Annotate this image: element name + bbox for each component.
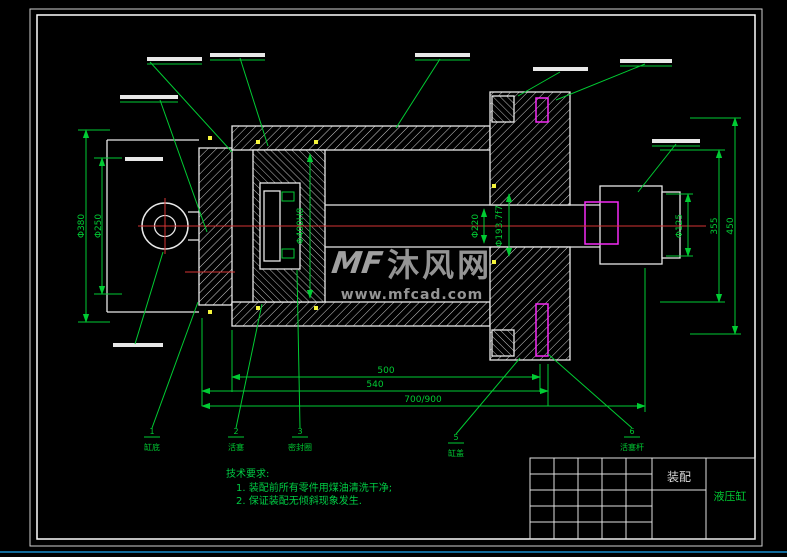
dim-right-inner: [660, 149, 725, 303]
dim-ext-lines: [660, 149, 725, 303]
section-bar: [415, 53, 470, 57]
magenta-details: [535, 97, 619, 357]
callout-label: 活塞: [228, 442, 244, 452]
tube-top-wall: [231, 125, 491, 151]
clevis-bracket-outline: [106, 139, 199, 313]
drawing-frame: [29, 8, 763, 547]
section-bar: [147, 57, 202, 61]
title-block-grid: [529, 457, 756, 540]
eye-link-lines: [188, 211, 199, 241]
dim-text-rod-end: Φ125: [675, 214, 685, 238]
callout-number: 5: [453, 433, 458, 442]
callout: 2 活塞: [228, 427, 244, 452]
dim-text-length-mid: 540: [366, 380, 383, 390]
dim-text-left-outer: Φ380: [77, 214, 87, 239]
section-bar: [210, 53, 265, 57]
frame-outer: [29, 8, 763, 547]
balloon-leader-lines: [134, 57, 677, 435]
head-tie-rod-top: [535, 97, 549, 123]
dim-text-rod: Φ220: [471, 214, 481, 239]
callout-number: 3: [297, 427, 302, 436]
section-bar: [120, 95, 178, 99]
dim-rod-end: [666, 193, 693, 257]
dim-text-gland: Φ193.7f7: [495, 205, 505, 247]
dim-text-length-overall: 700/900: [404, 395, 442, 405]
balloon-callouts: 1 缸底 2 活塞 3 密封圈 5 缸盖 6 活塞杆: [144, 427, 644, 458]
dim-length-overall: [201, 268, 646, 412]
section-bar: [125, 157, 163, 161]
section-bar: [533, 67, 588, 71]
seal-marks: [208, 136, 496, 314]
piston-seal-grooves: [281, 191, 295, 259]
section-bar: [620, 59, 672, 63]
callout-number: 2: [233, 427, 238, 436]
dim-left-inner: [94, 157, 122, 295]
seal-groove: [281, 248, 295, 259]
seal-groove: [281, 191, 295, 202]
bottom-edge-line: [0, 551, 787, 553]
dim-text-left-inner: Φ250: [94, 214, 104, 239]
head-bolt-top: [491, 95, 515, 123]
dim-text-right-inner: 355: [710, 217, 720, 234]
seal-mark: [208, 136, 212, 140]
seal-mark: [256, 306, 260, 310]
tech-req-title: 技术要求:: [226, 469, 270, 480]
dim-right-outer: [690, 117, 741, 335]
rod-end: [599, 185, 681, 265]
tech-req-item: 1. 装配前所有零件用煤油清洗干净;: [236, 482, 393, 494]
tech-req-item: 2. 保证装配无倾斜现象发生.: [236, 496, 362, 507]
dim-left-outer: [78, 129, 110, 323]
cylinder-head: [489, 91, 571, 361]
section-bar: [652, 139, 700, 143]
title-block: 装配 液压缸: [529, 457, 756, 540]
section-bar: [113, 343, 163, 347]
rod-end-block: [599, 185, 663, 265]
seal-mark: [256, 140, 260, 144]
callout-label: 密封圈: [288, 442, 312, 452]
dim-text-bore: Φ400H8: [296, 207, 306, 244]
callout: 6 活塞杆: [620, 427, 644, 452]
dim-length-mid: [201, 318, 549, 406]
rod-end-cap: [661, 191, 681, 259]
callout: 3 密封圈: [288, 427, 312, 452]
dim-text-right-outer: 450: [726, 217, 736, 234]
dim-text-length-tube: 500: [377, 366, 394, 376]
technical-requirements: 技术要求: 1. 装配前所有零件用煤油清洗干净; 2. 保证装配无倾斜现象发生.: [226, 468, 392, 509]
dimensions-layer: [78, 117, 741, 412]
assembly-label: 装配: [667, 470, 691, 484]
callout-label: 缸盖: [448, 448, 464, 458]
seal-mark: [314, 140, 318, 144]
rod-thread-detail: [584, 201, 619, 245]
head-bolt-bottom: [491, 329, 515, 357]
tube-bottom-wall: [231, 301, 491, 327]
seal-mark: [208, 310, 212, 314]
head-tie-rod-bottom: [535, 303, 549, 357]
section-mark-bars: [113, 53, 700, 347]
section-bar-underlines: [120, 59, 700, 147]
seal-mark: [314, 306, 318, 310]
frame-inner: [36, 14, 756, 540]
callout-label: 活塞杆: [620, 442, 644, 452]
dim-ext-lines: [94, 157, 122, 295]
callout-number: 1: [149, 427, 154, 436]
callout-label: 缸底: [144, 442, 160, 452]
part-name-label: 液压缸: [714, 489, 747, 503]
dim-length-tube: [231, 330, 541, 392]
callout: 5 缸盖: [448, 433, 464, 458]
seal-mark: [492, 260, 496, 264]
seal-mark: [492, 184, 496, 188]
callout: 1 缸底: [144, 427, 160, 452]
dimension-texts: Φ380 Φ250 Φ400H8 Φ220 Φ193.7f7 Φ125 355 …: [77, 205, 736, 405]
callout-number: 6: [629, 427, 634, 436]
centerlines: [138, 198, 706, 273]
